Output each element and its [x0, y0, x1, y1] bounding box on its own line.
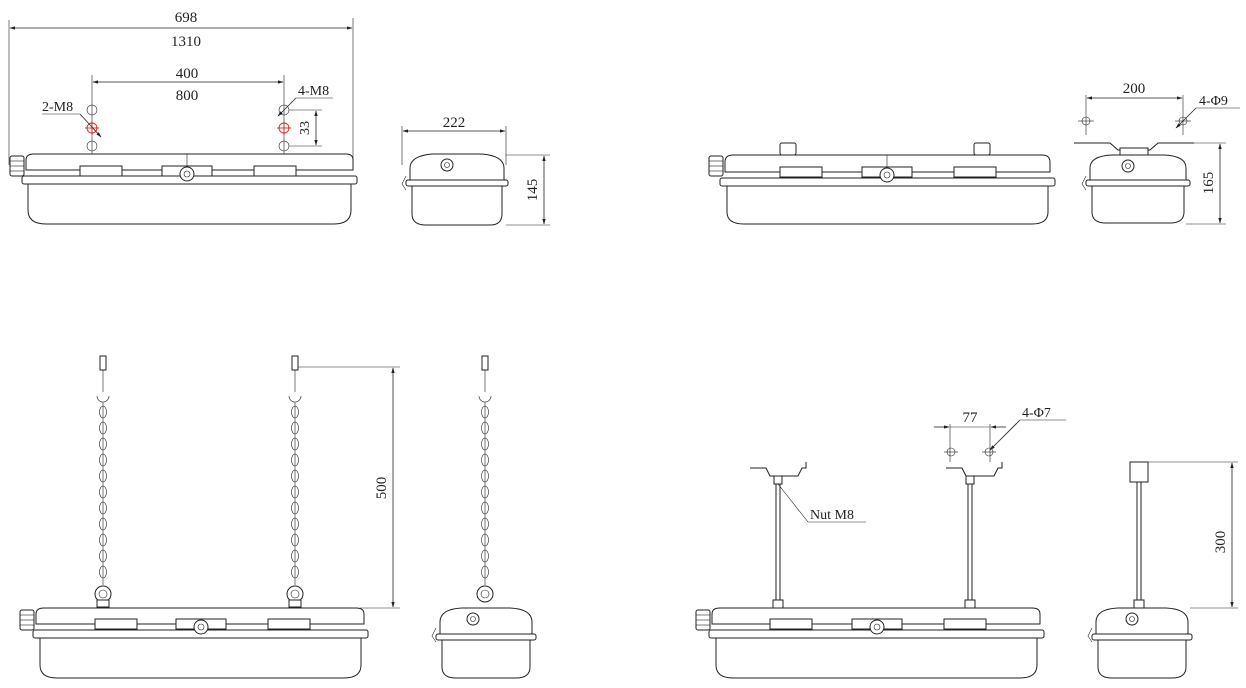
- chain-length-dimension: 500: [374, 477, 390, 500]
- luminaire-diffuser: [39, 637, 362, 679]
- spacing-dimension-b: 800: [176, 88, 199, 104]
- surface-mount-view: 698 1310 400 800 2-M8 4-M8 33: [8, 10, 550, 226]
- right-holes-label: 4-M8: [298, 84, 329, 99]
- chain: [286, 355, 304, 608]
- pole-bracket-holes-label: 4-Φ7: [1022, 406, 1051, 421]
- mounting-bracket: [973, 142, 991, 156]
- bracket-spacing-dimension: 77: [963, 410, 979, 426]
- left-holes-label: 2-M8: [42, 100, 73, 115]
- side-housing: [409, 153, 505, 181]
- side-diffuser: [411, 185, 503, 226]
- pole-bracket: [946, 462, 1003, 477]
- pole-mount-view: 77 4-Φ7 Nut M8: [695, 406, 1238, 679]
- lock-screw: [879, 167, 895, 183]
- chain-mount-view: 500: [19, 355, 537, 679]
- luminaire-diffuser: [726, 185, 1049, 225]
- lock-screw: [179, 166, 195, 182]
- luminaire-diffuser: [27, 183, 352, 225]
- pole-bracket: [750, 462, 807, 477]
- mounting-bracket: [779, 142, 797, 156]
- chain: [476, 355, 494, 603]
- hole-pitch-dimension: 33: [298, 121, 313, 135]
- width-dimension: 222: [443, 115, 466, 131]
- luminaire-diffuser: [715, 637, 1038, 679]
- nut-label: Nut M8: [810, 508, 854, 523]
- chain: [94, 355, 112, 608]
- bracket-spacing-dimension: 200: [1123, 81, 1146, 97]
- spacing-dimension-a: 400: [176, 66, 199, 82]
- bracket-holes-label: 4-Φ9: [1199, 94, 1228, 109]
- height-dimension: 145: [525, 179, 541, 202]
- clip: [253, 165, 297, 177]
- pole-cap: [1129, 461, 1149, 483]
- length-dimension-b: 1310: [171, 34, 201, 50]
- length-dimension-a: 698: [175, 10, 198, 26]
- clip: [79, 165, 123, 177]
- height-dimension: 165: [1201, 172, 1217, 195]
- pole-length-dimension: 300: [1213, 531, 1229, 554]
- bracket-mount-view: 200 4-Φ9 165: [708, 81, 1240, 225]
